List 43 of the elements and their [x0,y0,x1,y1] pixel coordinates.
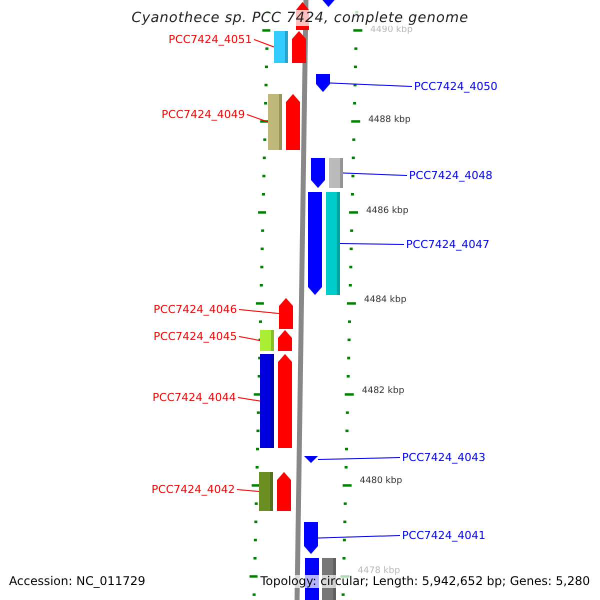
accession-text: Accession: NC_011729 [9,575,146,588]
gene-arrow-drawing [304,522,318,554]
diagram-title: Cyanothece sp. PCC 7424, complete genome [132,10,468,26]
gene-arrow-drawing [308,192,340,295]
leader-line [238,397,260,402]
gene-label: PCC7424_4044 [152,391,236,404]
leader-line [238,309,280,314]
leader-line [342,172,408,176]
scale-label: 4480 kbp [360,476,402,487]
gene-arrow-drawing [268,94,300,150]
scale-label: 4484 kbp [364,295,406,306]
gene-label: PCC7424_4048 [409,169,492,182]
gene-label: PCC7424_4042 [152,483,235,496]
gene-label: PCC7424_4051 [168,33,252,46]
gene-arrow-drawing [304,456,318,463]
gene-arrow-drawing [274,31,306,63]
gene-label: PCC7424_4043 [402,451,486,464]
leader-line [236,489,260,492]
leader-line [318,535,400,538]
gene-label: PCC7424_4047 [406,238,490,251]
leader-line [246,114,268,122]
leader-line [254,39,274,48]
leader-line [340,243,404,245]
leader-line [318,457,400,460]
gene-arrow-drawing [279,298,293,329]
gene-label: PCC7424_4050 [414,80,498,93]
leader-line [238,336,260,341]
gene-arrow-drawing [260,330,292,351]
scale-label: 4490 kbp [370,25,413,36]
scale-label: 4486 kbp [366,206,408,217]
gene-arrow-drawing [311,158,343,188]
gene-arrow-drawing [316,74,330,92]
scale-label: 4488 kbp [368,115,411,126]
genome-info-text: Topology: circular; Length: 5,942,652 bp; Genes: 5,280 [260,575,590,588]
gene-label: PCC7424_4045 [154,330,237,343]
gene-arrow-drawing [259,472,291,511]
leader-line [330,82,412,87]
gene-label: PCC7424_4046 [154,303,237,316]
gene-arrow-drawing [260,354,292,448]
gene-label: PCC7424_4049 [162,108,245,121]
scale-label: 4482 kbp [362,386,404,397]
scale-label: 4478 kbp [358,566,400,576]
gene-label: PCC7424_4041 [402,529,486,542]
